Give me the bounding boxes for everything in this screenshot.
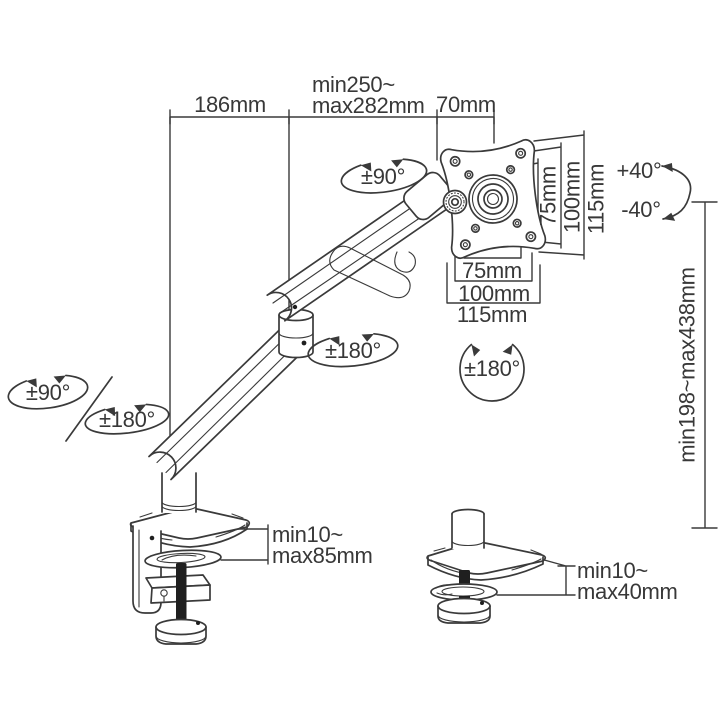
head-swivel-label: ±90°: [361, 164, 405, 189]
rotation-indicator-base-swivel: [7, 371, 89, 410]
tilt-down-label: -40°: [621, 197, 660, 222]
vesa-plate: [439, 139, 547, 259]
grommet-max-label: max40mm: [577, 579, 678, 604]
vesa-side-115-label: 115mm: [584, 164, 609, 234]
clamp-max-label: max85mm: [272, 543, 373, 568]
base-swivel-label: ±90°: [26, 380, 70, 405]
cable-clip: [329, 245, 411, 299]
arm-rotation-label: ±180°: [325, 338, 381, 363]
vesa-bottom-115-label: 115mm: [457, 302, 527, 327]
elbow-joint: [278, 314, 314, 359]
desk-clamp-mount: [129, 472, 251, 645]
vesa-rotation-label: ±180°: [464, 356, 520, 381]
rotation-indicator-base-rotation: [84, 400, 170, 435]
grommet-min-label: min10~: [577, 558, 648, 583]
vesa-side-100-label: 100mm: [560, 161, 585, 233]
grommet-desk-plate: [426, 541, 547, 575]
head-offset-label: 70mm: [436, 92, 496, 117]
vesa-bottom-100-label: 100mm: [458, 281, 530, 306]
front-arm-max-label: max282mm: [312, 93, 425, 118]
clamp-threaded-rod: [176, 563, 187, 623]
labels: 186mm min250~ max282mm 70mm 75mm 100mm 1…: [26, 72, 700, 604]
clamp-body: [132, 525, 162, 614]
tilt-up-label: +40°: [617, 158, 662, 183]
height-range-label: min198~max438mm: [675, 267, 700, 462]
clamp-min-label: min10~: [272, 522, 343, 547]
rotation-indicator-arm-rotation: [307, 329, 399, 368]
head-swivel-knob: [442, 189, 468, 215]
monitor-arm: [148, 171, 454, 481]
vesa-bottom-75-label: 75mm: [462, 258, 522, 283]
rear-arm-length-label: 186mm: [194, 92, 266, 117]
vesa-plate-outline: [439, 139, 547, 259]
rotation-indicator-head-swivel: [340, 155, 428, 194]
vesa-center-boss: [468, 174, 518, 224]
rotation-indicator-vesa-rotation: [459, 342, 525, 402]
tilt-indicator: [661, 161, 692, 224]
vesa-side-75-label: 75mm: [536, 166, 561, 226]
front-arm-min-label: min250~: [312, 72, 395, 97]
height-dimension-line: [691, 201, 718, 529]
top-dimension-lines: [169, 109, 495, 437]
base-rotation-label: ±180°: [99, 407, 155, 432]
vesa-mount-holes: [449, 147, 537, 251]
grommet-mount: [426, 508, 547, 624]
grommet-range-bracket: [496, 557, 576, 596]
clamp-knob: [155, 626, 207, 645]
grommet-knob: [437, 605, 491, 624]
rotation-divider-slash: [65, 376, 113, 442]
